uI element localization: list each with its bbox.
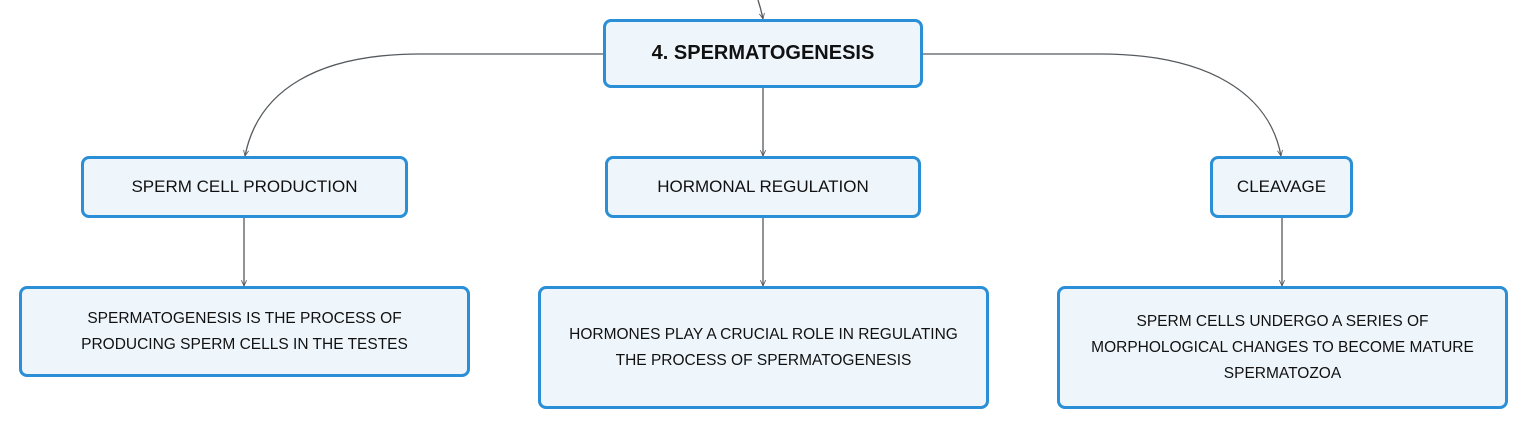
connector-incoming bbox=[757, 0, 763, 19]
branch-node-sperm-cell-production[interactable]: SPERM CELL PRODUCTION bbox=[81, 156, 408, 218]
connector-root-to-cleavage bbox=[923, 53, 1281, 156]
detail-node-hormonal-regulation[interactable]: HORMONES PLAY A CRUCIAL ROLE IN REGULATI… bbox=[538, 286, 989, 409]
branch-node-hormonal-regulation[interactable]: HORMONAL REGULATION bbox=[605, 156, 921, 218]
detail-node-cleavage[interactable]: SPERM CELLS UNDERGO A SERIES OF MORPHOLO… bbox=[1057, 286, 1508, 409]
detail-node-sperm-cell-production[interactable]: SPERMATOGENESIS IS THE PROCESS OF PRODUC… bbox=[19, 286, 470, 377]
connector-root-to-sperm-cell-production bbox=[245, 53, 603, 156]
root-node-spermatogenesis[interactable]: 4. SPERMATOGENESIS bbox=[603, 19, 923, 88]
branch-node-cleavage[interactable]: CLEAVAGE bbox=[1210, 156, 1353, 218]
